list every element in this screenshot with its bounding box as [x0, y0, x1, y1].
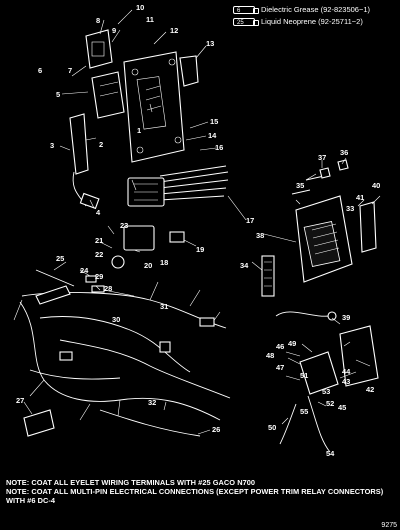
callout-52: 52	[326, 399, 334, 408]
tube-icon: 6	[233, 6, 259, 14]
callout-19: 19	[196, 245, 204, 254]
callout-31: 31	[160, 302, 168, 311]
callout-17: 17	[246, 216, 254, 225]
page-number: 9275	[381, 522, 397, 529]
legend: 6 Dielectric Grease (92-823506−1) 25 Liq…	[233, 4, 398, 28]
callout-3: 3	[50, 141, 54, 150]
callout-15: 15	[210, 117, 218, 126]
callout-7: 7	[68, 66, 72, 75]
callout-29: 29	[95, 272, 103, 281]
callout-36: 36	[340, 148, 348, 157]
clip-27	[23, 409, 55, 437]
callout-43: 43	[342, 377, 350, 386]
callout-8: 8	[96, 16, 100, 25]
callout-2: 2	[99, 140, 103, 149]
callout-22: 22	[95, 250, 103, 259]
callout-18: 18	[160, 258, 168, 267]
callout-23: 23	[120, 221, 128, 230]
callout-42: 42	[366, 385, 374, 394]
callout-34: 34	[240, 261, 249, 270]
callout-41: 41	[356, 193, 364, 202]
note-1: NOTE: COAT ALL EYELET WIRING TERMINALS W…	[6, 478, 256, 487]
trim-relay-assembly	[275, 311, 379, 395]
callout-26: 26	[212, 425, 220, 434]
notes: NOTE: COAT ALL EYELET WIRING TERMINALS W…	[6, 478, 398, 505]
callout-49: 49	[288, 339, 296, 348]
callout-13: 13	[206, 39, 214, 48]
callout-14: 14	[208, 131, 217, 140]
callout-47: 47	[276, 363, 284, 372]
callout-30: 30	[112, 315, 120, 324]
callout-32: 32	[148, 398, 156, 407]
callout-50: 50	[268, 423, 276, 432]
note-2: NOTE: COAT ALL MULTI-PIN ELECTRICAL CONN…	[6, 487, 384, 505]
legend-text: Dielectric Grease (92-823506−1)	[261, 5, 371, 14]
callout-10: 10	[136, 3, 144, 12]
callout-45: 45	[338, 403, 346, 412]
bolts	[291, 159, 349, 195]
callout-40: 40	[372, 181, 380, 190]
switch-box	[85, 29, 125, 119]
callout-20: 20	[144, 261, 152, 270]
callout-33: 33	[346, 204, 354, 213]
callout-37: 37	[318, 153, 326, 162]
callout-44: 44	[342, 367, 351, 376]
legend-num: 6	[237, 8, 241, 14]
callout-21: 21	[95, 236, 103, 245]
callout-51: 51	[300, 371, 308, 380]
callout-54: 54	[326, 449, 335, 458]
callout-27: 27	[16, 396, 24, 405]
callout-5: 5	[56, 90, 60, 99]
callout-53: 53	[322, 387, 330, 396]
callout-48: 48	[266, 351, 274, 360]
callout-28: 28	[104, 284, 112, 293]
relay-block	[111, 225, 185, 269]
callout-11: 11	[146, 15, 154, 24]
mounting-plate	[123, 51, 185, 163]
callout-25: 25	[56, 254, 64, 263]
callout-38: 38	[256, 231, 264, 240]
control-module	[261, 195, 377, 297]
legend-row: 6 Dielectric Grease (92-823506−1)	[233, 4, 398, 16]
legend-row: 25 Liquid Neoprene (92-25711−2)	[233, 16, 398, 28]
callout-39: 39	[342, 313, 350, 322]
legend-text: Liquid Neoprene (92-25711−2)	[261, 17, 363, 26]
callout-numbers: 1 2 3 4 5 6 7 8 9 10 11 12 13 14 15 16 1…	[16, 3, 380, 458]
callout-12: 12	[170, 26, 178, 35]
callout-9: 9	[112, 26, 116, 35]
bracket-13	[179, 55, 199, 87]
ignition-coil-assembly	[69, 113, 100, 210]
callout-1: 1	[137, 126, 141, 135]
wire-54	[307, 395, 331, 453]
callout-16: 16	[215, 143, 223, 152]
legend-num: 25	[237, 20, 244, 26]
callout-55: 55	[300, 407, 308, 416]
callout-6: 6	[38, 66, 42, 75]
callout-35: 35	[296, 181, 304, 190]
wire-50	[279, 403, 297, 445]
wire-bundle	[127, 165, 229, 207]
callout-4: 4	[96, 208, 101, 217]
callout-46: 46	[276, 342, 284, 351]
tie-straps	[35, 269, 105, 305]
tube-icon: 25	[233, 18, 259, 26]
leader-lines	[23, 9, 381, 435]
callout-24: 24	[80, 266, 89, 275]
